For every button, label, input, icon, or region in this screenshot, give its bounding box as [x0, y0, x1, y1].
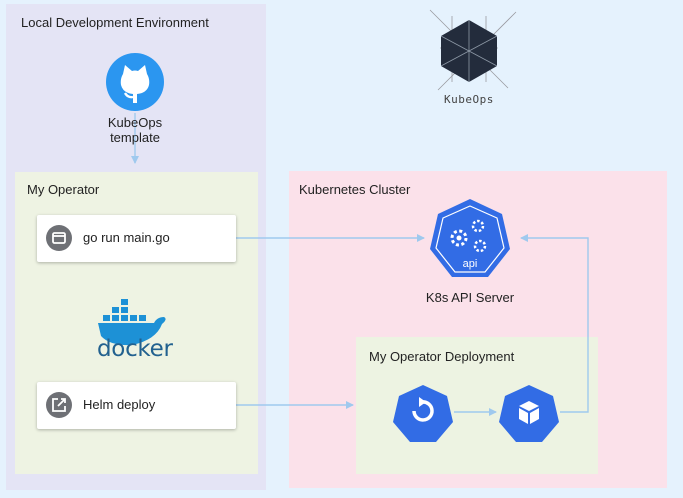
kubeops-logo-text: KubeOps — [444, 93, 494, 106]
my-operator-label: My Operator — [27, 182, 100, 197]
kubernetes-cluster-label: Kubernetes Cluster — [299, 182, 411, 197]
template-label-line1: KubeOps — [107, 115, 163, 130]
helm-deploy-label: Helm deploy — [83, 397, 156, 412]
helm-deploy-card: Helm deploy — [37, 382, 236, 429]
template-label: KubeOps template — [85, 115, 185, 145]
terminal-icon — [46, 225, 72, 251]
api-server-label: K8s API Server — [425, 290, 515, 305]
pod-to-api-arrow — [520, 234, 589, 413]
go-run-card: go run main.go — [37, 215, 236, 262]
local-environment-label: Local Development Environment — [21, 15, 209, 30]
operator-deployment-label: My Operator Deployment — [369, 349, 515, 364]
go-run-label: go run main.go — [83, 230, 170, 245]
external-link-icon — [46, 392, 72, 418]
api-badge-text: api — [462, 258, 478, 270]
docker-wordmark: docker — [97, 336, 173, 362]
template-label-line2: template — [110, 130, 160, 145]
